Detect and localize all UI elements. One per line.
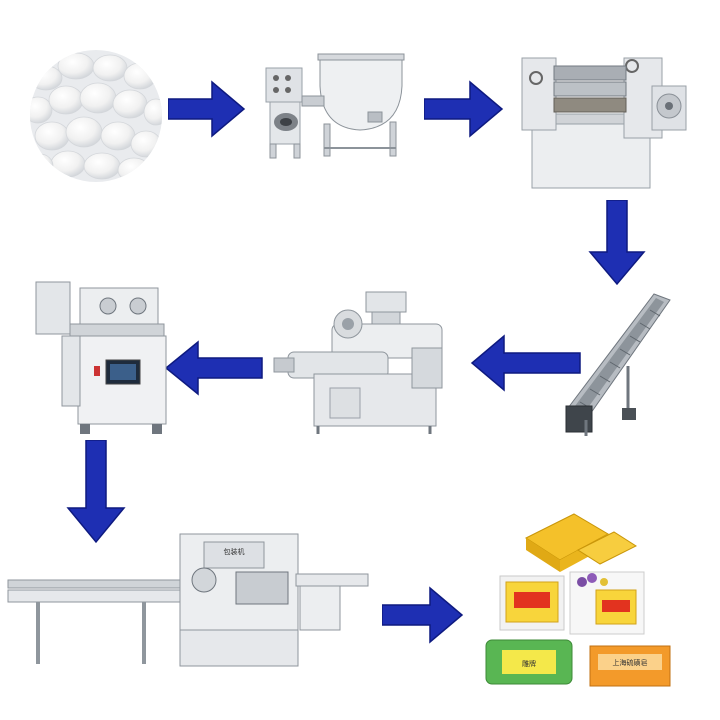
plodder-step — [270, 288, 452, 436]
belt-conveyor-icon — [565, 293, 671, 436]
stamping-machine-icon — [35, 281, 167, 434]
stamping-machine-step — [22, 276, 172, 442]
soap-bars-icon: 雕牌 上海硫磺皂 — [485, 513, 671, 687]
flow-arrow-right-3 — [382, 586, 464, 644]
arrow-right-icon — [382, 586, 464, 644]
flow-arrow-down-2 — [66, 440, 126, 544]
soap-noodles-step — [28, 48, 164, 184]
finished-soap-step: 雕牌 上海硫磺皂 — [478, 506, 698, 694]
arrow-left-icon — [164, 340, 263, 396]
three-roll-mill-step — [512, 44, 690, 192]
flow-arrow-left-2 — [164, 340, 264, 396]
packing-panel-label: 包装机 — [224, 547, 245, 556]
arrow-right-icon — [168, 80, 246, 138]
soap-noodles-icon — [30, 50, 162, 182]
conveyor-step — [560, 290, 680, 440]
flow-wrapper-icon: 包装机 — [7, 533, 369, 667]
flow-arrow-down-1 — [588, 200, 646, 286]
mixer-step — [262, 52, 410, 162]
mixer-machine-icon — [265, 53, 405, 159]
product-label-bar-two: 上海硫磺皂 — [613, 658, 648, 667]
vacuum-plodder-icon — [273, 291, 443, 434]
roller-mill-icon — [521, 57, 687, 189]
flow-arrow-right-1 — [168, 80, 246, 138]
product-label-bar-one: 雕牌 — [522, 659, 536, 668]
arrow-right-icon — [424, 80, 504, 138]
arrow-down-icon — [588, 200, 646, 286]
flow-arrow-left-1 — [470, 334, 582, 392]
packing-machine-step: 包装机 — [4, 530, 372, 670]
arrow-left-icon — [470, 334, 581, 392]
flow-arrow-right-2 — [424, 80, 504, 138]
arrow-down-icon — [66, 440, 126, 544]
